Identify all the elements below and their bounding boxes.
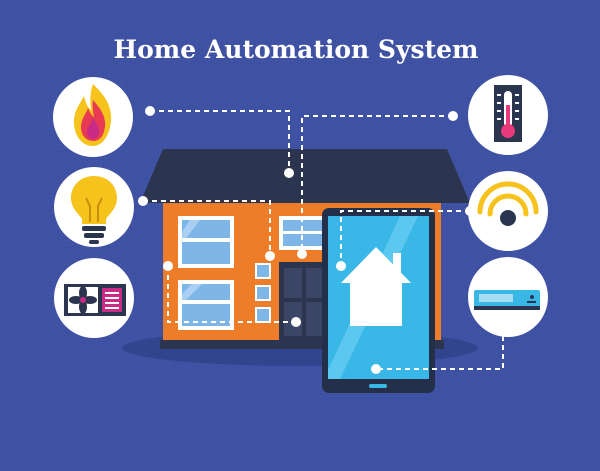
connector-dot xyxy=(297,249,307,259)
connector-dot xyxy=(163,261,173,271)
connector-dot xyxy=(291,317,301,327)
connector-line xyxy=(376,336,504,370)
air-conditioner-device xyxy=(468,257,548,337)
fan-unit-icon xyxy=(64,284,126,316)
door xyxy=(279,262,329,342)
connector-dot xyxy=(138,196,148,206)
small-window xyxy=(255,263,271,279)
tablet xyxy=(322,208,435,393)
connector-dot xyxy=(371,364,381,374)
window xyxy=(279,216,327,250)
small-window xyxy=(255,285,271,301)
connector-line xyxy=(167,266,296,323)
home-icon xyxy=(341,247,411,326)
connector-dot xyxy=(336,261,346,271)
connector-dot xyxy=(145,106,155,116)
ventilation-device xyxy=(54,258,134,338)
tablet-home-button xyxy=(369,384,387,388)
house-base xyxy=(160,340,444,349)
connector-line xyxy=(150,110,290,173)
connector-line xyxy=(143,200,271,256)
wifi-device xyxy=(468,171,548,251)
window xyxy=(178,216,234,268)
temperature-device xyxy=(468,75,548,155)
connector-dot xyxy=(265,251,275,261)
light-device xyxy=(54,167,134,247)
connector-lines xyxy=(143,110,504,370)
air-conditioner-icon xyxy=(474,290,540,310)
fire-device xyxy=(53,77,133,157)
light-bulb-icon xyxy=(71,176,117,244)
thermometer-icon xyxy=(494,85,522,142)
flame-icon xyxy=(74,84,112,146)
connector-dot xyxy=(448,111,458,121)
connector-line xyxy=(301,115,453,254)
wifi-signal-icon xyxy=(477,181,539,226)
connector-line xyxy=(340,210,470,266)
diagram-title: Home Automation System xyxy=(114,35,479,64)
small-window xyxy=(255,307,271,323)
connector-dot xyxy=(284,168,294,178)
house-roof xyxy=(140,149,470,203)
